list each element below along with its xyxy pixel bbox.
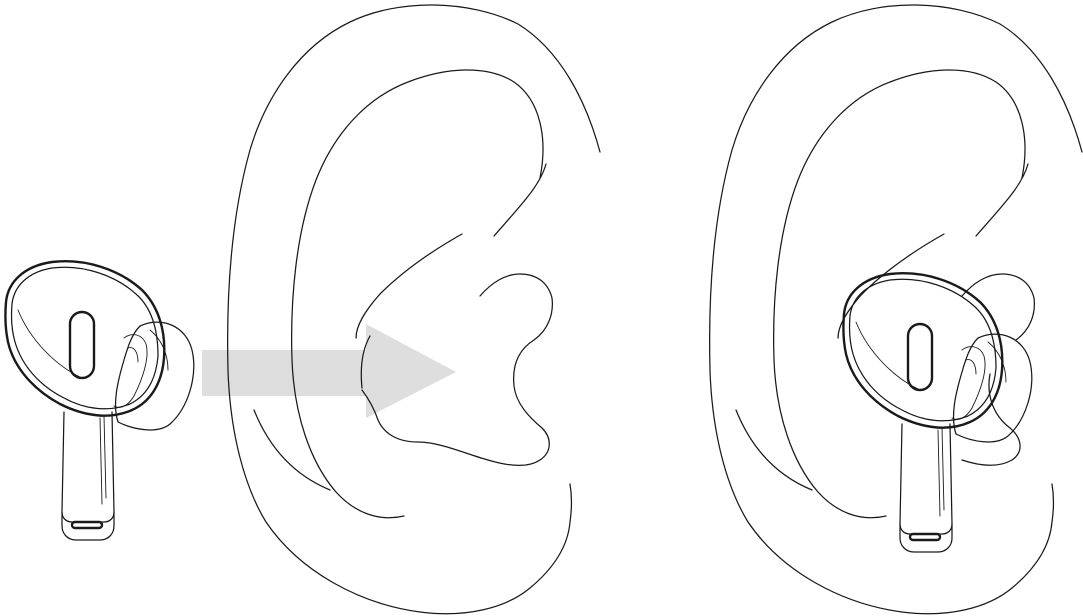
right-arrow-icon	[202, 324, 456, 418]
earbud-icon	[5, 261, 193, 540]
ear-with-earbud-icon	[710, 5, 1082, 614]
ear-icon	[228, 5, 600, 614]
